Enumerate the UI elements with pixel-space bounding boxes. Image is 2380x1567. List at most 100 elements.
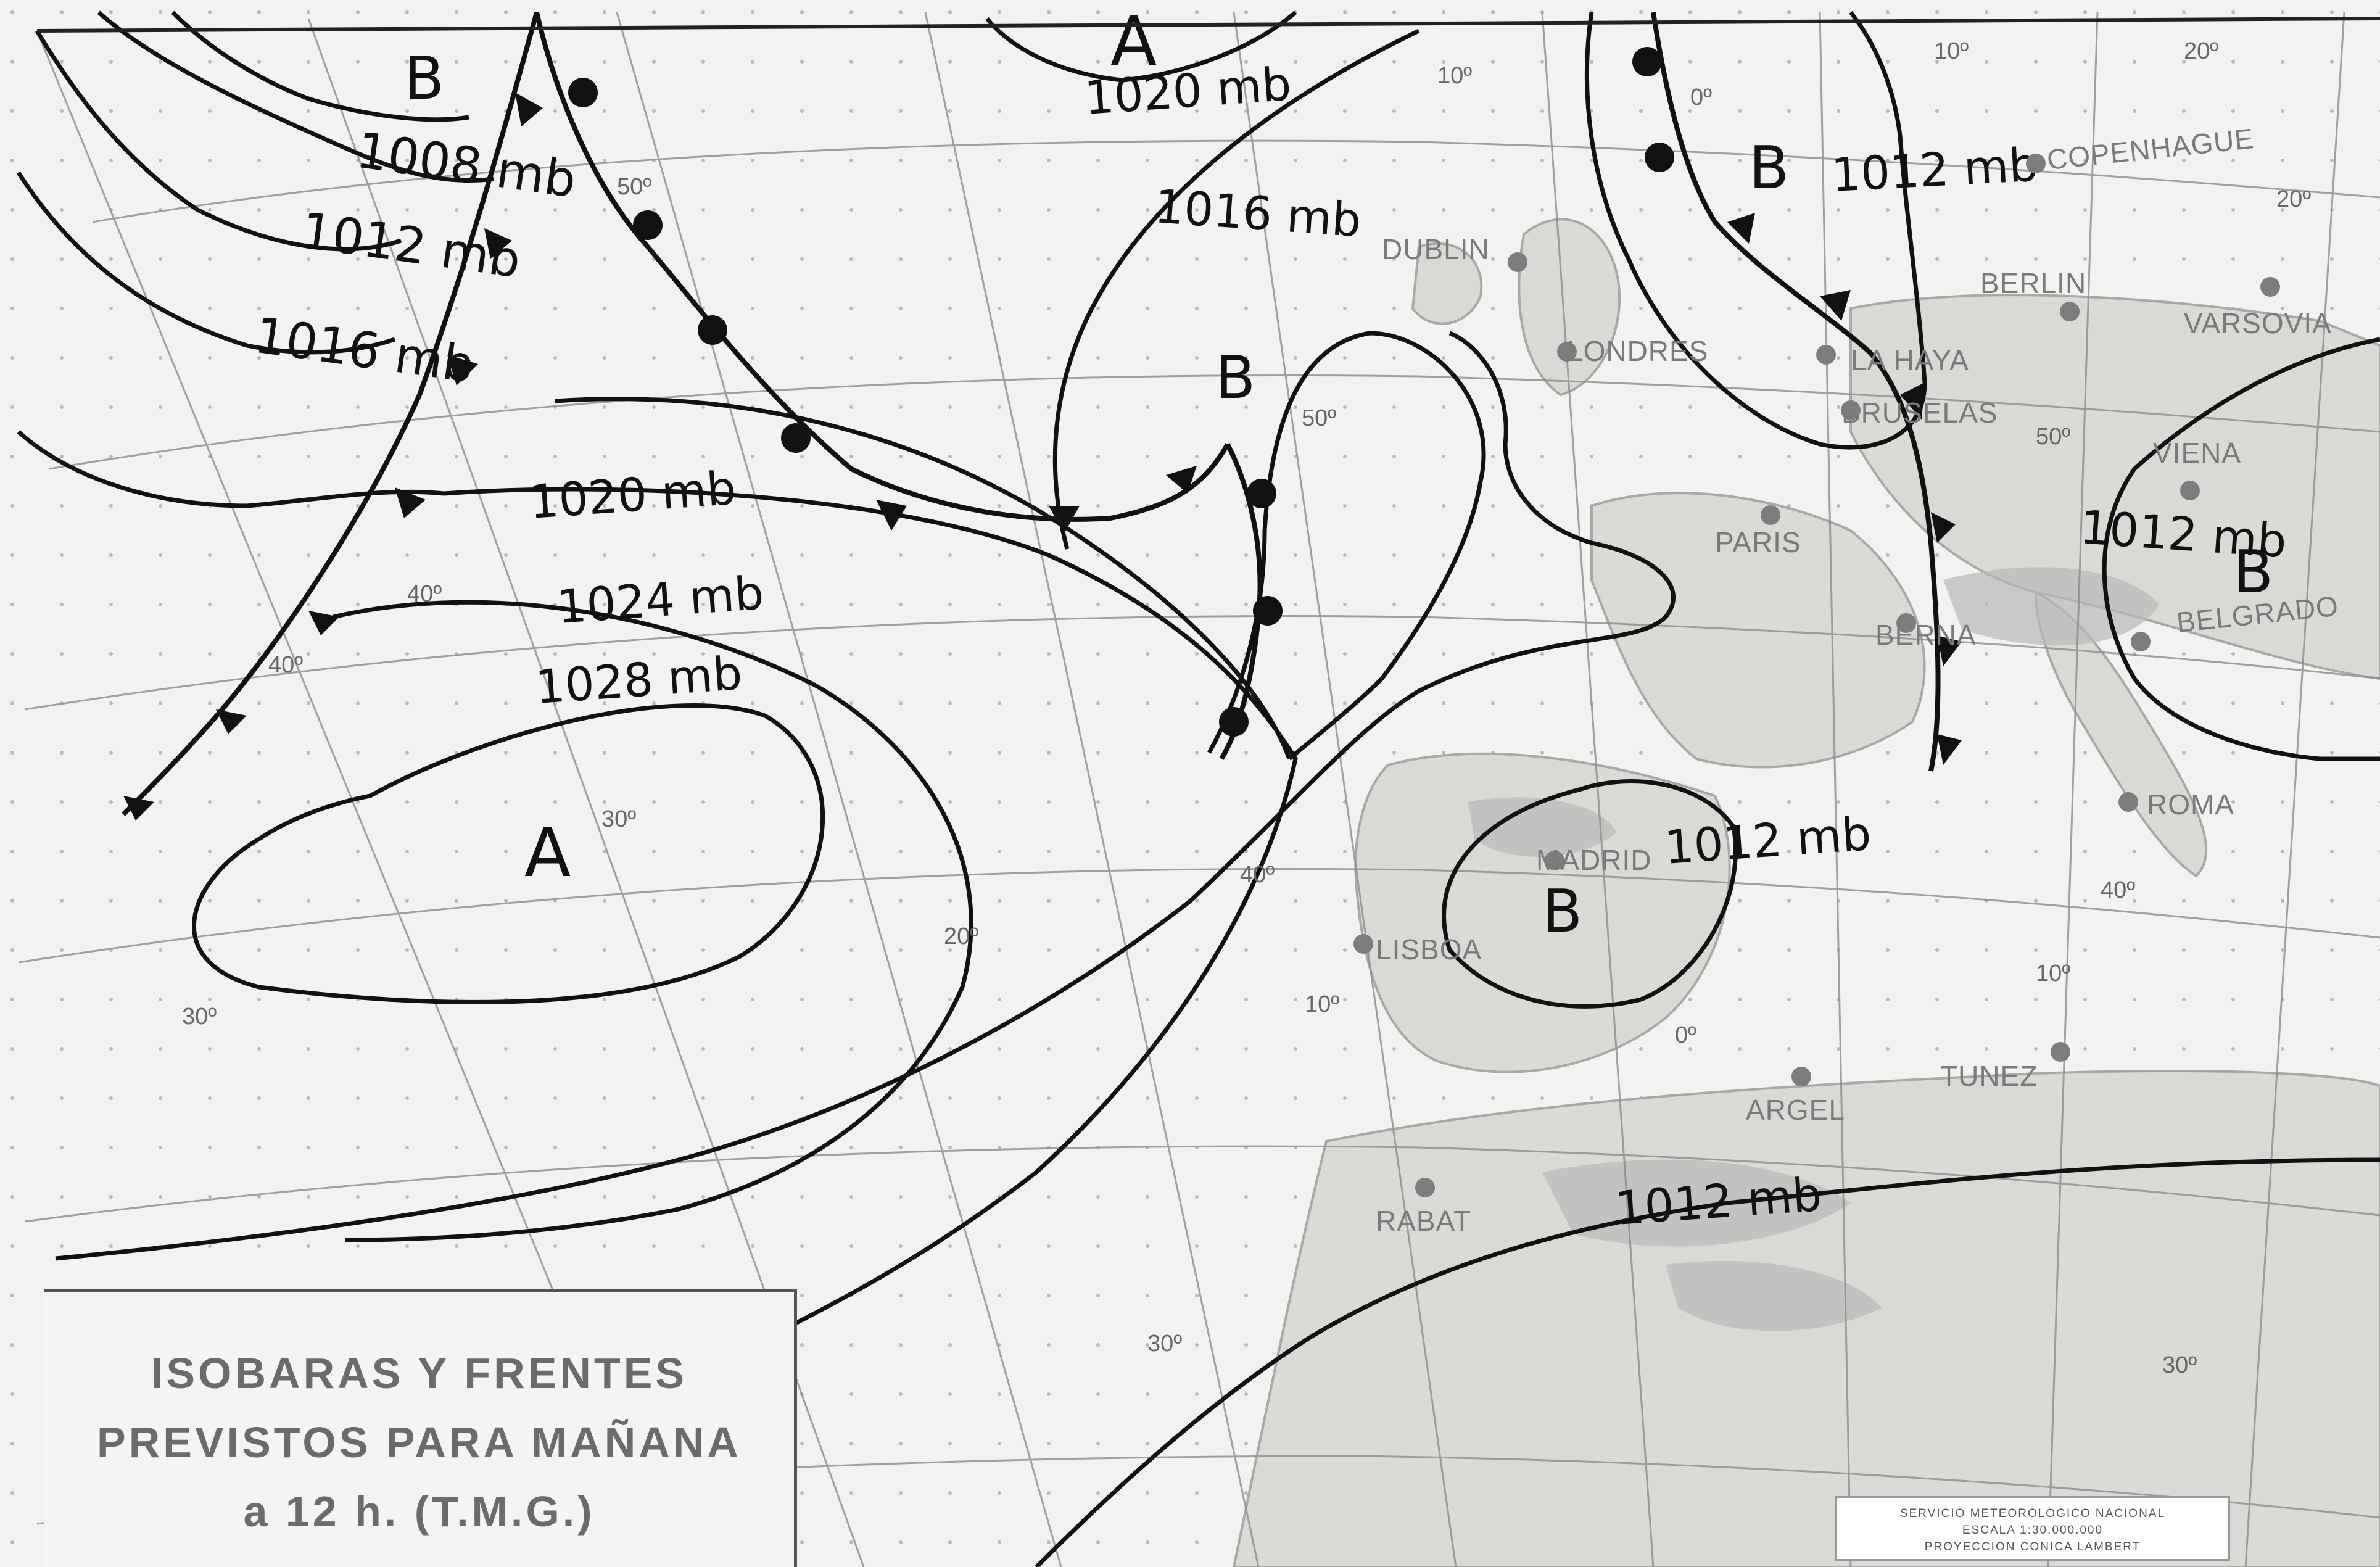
warm-front-semicircle-icon [633, 210, 663, 240]
graticule-labels: 10º 20º 0º 10º 20º 50º 50º 50º 40º 40º 3… [182, 38, 2311, 1378]
pressure-centre-letter: B [1542, 878, 1582, 946]
pressure-centre-letter: B [1215, 344, 1255, 412]
city-label: BRUSELAS [1841, 397, 1998, 429]
graticule-label: 30º [2162, 1352, 2197, 1378]
isobar-label: 1012 mb [1830, 138, 2039, 202]
city-label: LISBOA [1376, 933, 1482, 965]
graticule-label: 20º [2276, 186, 2311, 212]
cold-front-triangle-icon [1166, 466, 1197, 494]
graticule-label: 10º [1437, 63, 1472, 89]
graticule-label: 20º [944, 924, 978, 949]
cold-front-triangle-icon [395, 487, 426, 518]
isobar-1024 [333, 600, 973, 1242]
pressure-centre-letter: B [404, 45, 444, 113]
graticule-label: 40º [2101, 877, 2135, 903]
isobar-1016-nw [17, 172, 396, 355]
city-label: LA HAYA [1851, 344, 1969, 376]
title-line-2: PREVISTOS PARA MAÑANA [97, 1418, 742, 1466]
isobars [17, 10, 2380, 1567]
cold-front-triangle-icon [515, 93, 543, 126]
credits-line-1: SERVICIO METEOROLOGICO NACIONAL [1899, 1507, 2166, 1520]
graticule-label: 30º [182, 1004, 217, 1030]
credits-line-3: PROYECCION CONICA LAMBERT [1924, 1540, 2141, 1553]
warm-front-semicircle-icon [781, 423, 811, 453]
cold-front-triangle-icon [1727, 213, 1755, 244]
isobar-1016-north [1052, 28, 1420, 550]
graticule-label: 20º [2184, 38, 2218, 64]
graticule-label: 30º [601, 806, 636, 832]
city-markers [1353, 154, 2280, 1197]
front-south [1219, 443, 1283, 761]
graticule-label: 50º [2036, 424, 2070, 450]
warm-front-semicircle-icon [568, 78, 598, 107]
warm-front-semicircle-icon [1645, 143, 1674, 172]
isobar-west-1020 [17, 430, 445, 508]
graticule-label: 50º [617, 174, 651, 200]
city-label: TUNEZ [1940, 1060, 2038, 1092]
cold-front-triangle-icon [876, 500, 907, 531]
graticule-label: 50º [1302, 405, 1336, 431]
britain-landmass [1518, 218, 1621, 397]
graticule-label: 30º [1147, 1331, 1182, 1357]
cold-front-triangle-icon [1049, 506, 1080, 534]
ireland-landmass [1411, 242, 1483, 325]
cold-front-triangle-icon [216, 709, 247, 734]
pressure-centres: A A B B B B B [404, 2, 2273, 946]
isobar-b-top-left [171, 10, 469, 122]
cold-front-triangle-icon [1900, 382, 1925, 420]
cold-front-west [122, 11, 543, 821]
cold-front-triangle-icon [1820, 290, 1851, 321]
city-label: RABAT [1376, 1205, 1471, 1237]
graticule-label: 40º [1240, 862, 1275, 888]
warm-front-semicircle-icon [1247, 479, 1276, 508]
isobar-1012-east [2102, 337, 2380, 761]
graticule-label: 0º [1690, 85, 1712, 110]
isobar-1028-closed [192, 703, 825, 1004]
city-label: MADRID [1536, 844, 1651, 876]
cold-front-triangle-icon [123, 796, 154, 821]
isobar-1020-north [985, 10, 1297, 83]
city-label: LONDRES [1567, 335, 1708, 367]
graticule-label: 10º [1305, 991, 1339, 1017]
pressure-centre-letter: B [1749, 134, 1789, 202]
graticule-label: 10º [2036, 961, 2070, 986]
pressure-centre-letter: B [2233, 539, 2273, 606]
cold-front-triangle-icon [1937, 734, 1962, 765]
cold-front-triangle-icon [308, 611, 339, 635]
credits-box: SERVICIO METEOROLOGICO NACIONAL ESCALA 1… [1835, 1496, 2230, 1561]
title-line-3: a 12 h. (T.M.G.) [243, 1487, 595, 1536]
italy-landmass [2034, 590, 2208, 878]
isobar-1008 [97, 10, 494, 183]
isobar-1012-madrid [1442, 779, 1738, 1009]
warm-front-semicircle-icon [1253, 596, 1283, 626]
isobar-long-atlantic [55, 331, 1676, 1261]
city-label: ARGEL [1746, 1094, 1845, 1126]
map-title-box: ISOBARAS Y FRENTES PREVISTOS PARA MAÑANA… [44, 1289, 797, 1567]
city-label: VARSOVIA [2184, 307, 2332, 339]
front-northeast [1632, 12, 1962, 772]
city-label: VIENA [2153, 437, 2241, 469]
isobar-1016-main [555, 331, 1486, 761]
warm-front-semicircle-icon [698, 315, 727, 345]
shaded-areas [1468, 567, 2159, 1331]
city-label: BERLIN [1980, 267, 2086, 299]
city-label: BERNA [1875, 619, 1976, 651]
cold-front-triangle-icon [447, 355, 478, 386]
isobar-1012-north [1585, 10, 1927, 450]
cold-front-triangle-icon [484, 228, 512, 259]
pressure-centre-letter: A [524, 813, 571, 892]
graticule-label: 40º [268, 652, 303, 678]
pressure-centre-letter: A [1110, 2, 1157, 81]
city-label: PARIS [1715, 526, 1801, 558]
title-line-1: ISOBARAS Y FRENTES [151, 1349, 688, 1397]
warm-front-semicircle-icon [1219, 707, 1249, 737]
cold-front-triangle-icon [1937, 635, 1962, 666]
city-label: DUBLIN [1382, 233, 1490, 265]
credits-line-2: ESCALA 1:30.000.000 [1962, 1524, 2104, 1537]
graticule-label: 10º [1934, 38, 1969, 64]
cold-front-triangle-icon [1931, 512, 1956, 543]
city-label: ROMA [2147, 788, 2234, 821]
graticule-label: 0º [1675, 1022, 1696, 1048]
